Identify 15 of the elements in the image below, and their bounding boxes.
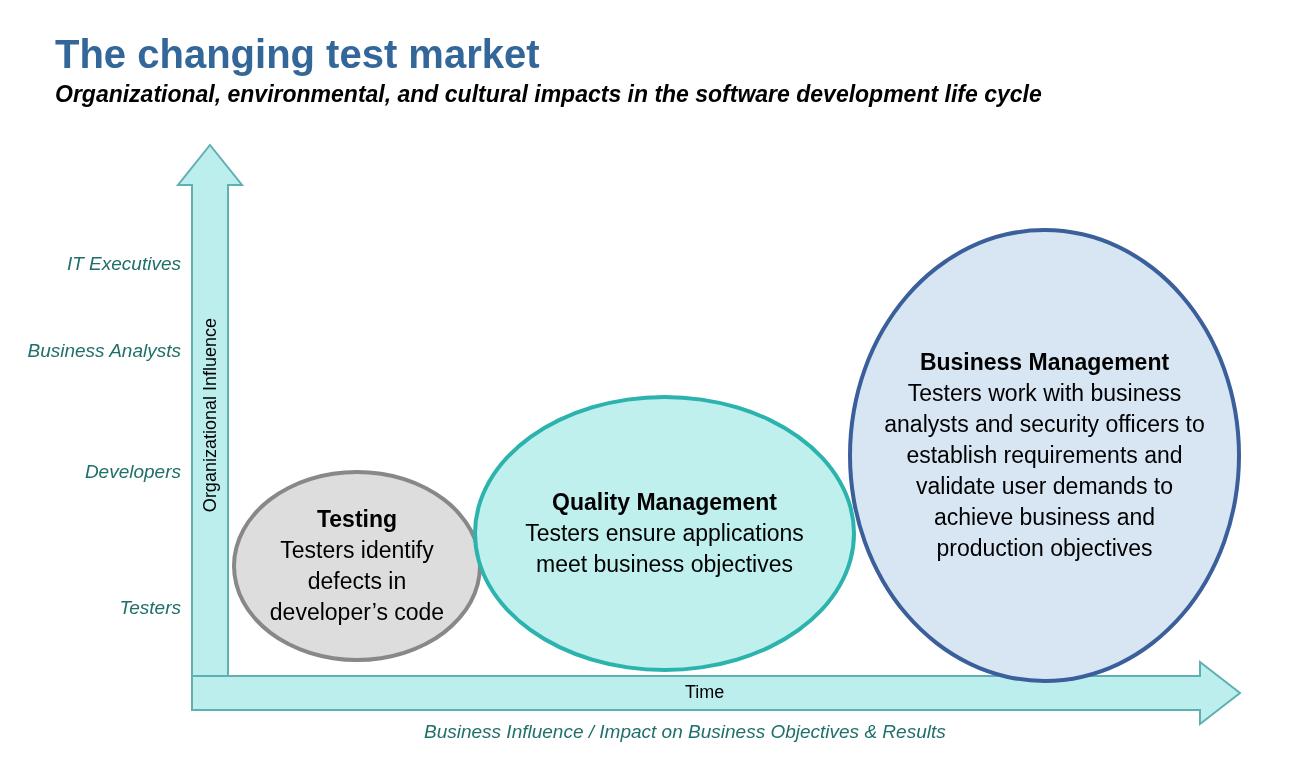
subtitle: Organizational, environmental, and cultural impacts in the software development life cycle	[55, 80, 1042, 108]
axis-tick-label: Developers	[83, 461, 181, 483]
node-heading: Quality Management	[552, 488, 777, 517]
axis-tick-label: Business Analysts	[26, 340, 181, 362]
node-heading: Business Management	[919, 348, 1170, 377]
axis-caption: Business Influence / Impact on Business Objectives & Results	[424, 721, 946, 743]
axis-tick-label: Testers	[118, 597, 181, 619]
node-description: Testers identify defects in developer’s code	[268, 536, 446, 627]
node-description: Testers work with business analysts and security officers to establish requirements and validate user demands to achieve business and production objectives	[883, 379, 1206, 563]
axis-tick-label: IT Executives	[65, 253, 181, 275]
title: The changing test market	[55, 32, 540, 77]
node-description: Testers ensure applications meet business objectives	[524, 519, 805, 579]
axis-title: Time	[685, 681, 725, 703]
node-heading: Testing	[316, 505, 398, 534]
axis-title: Organizational Influence	[199, 318, 221, 513]
